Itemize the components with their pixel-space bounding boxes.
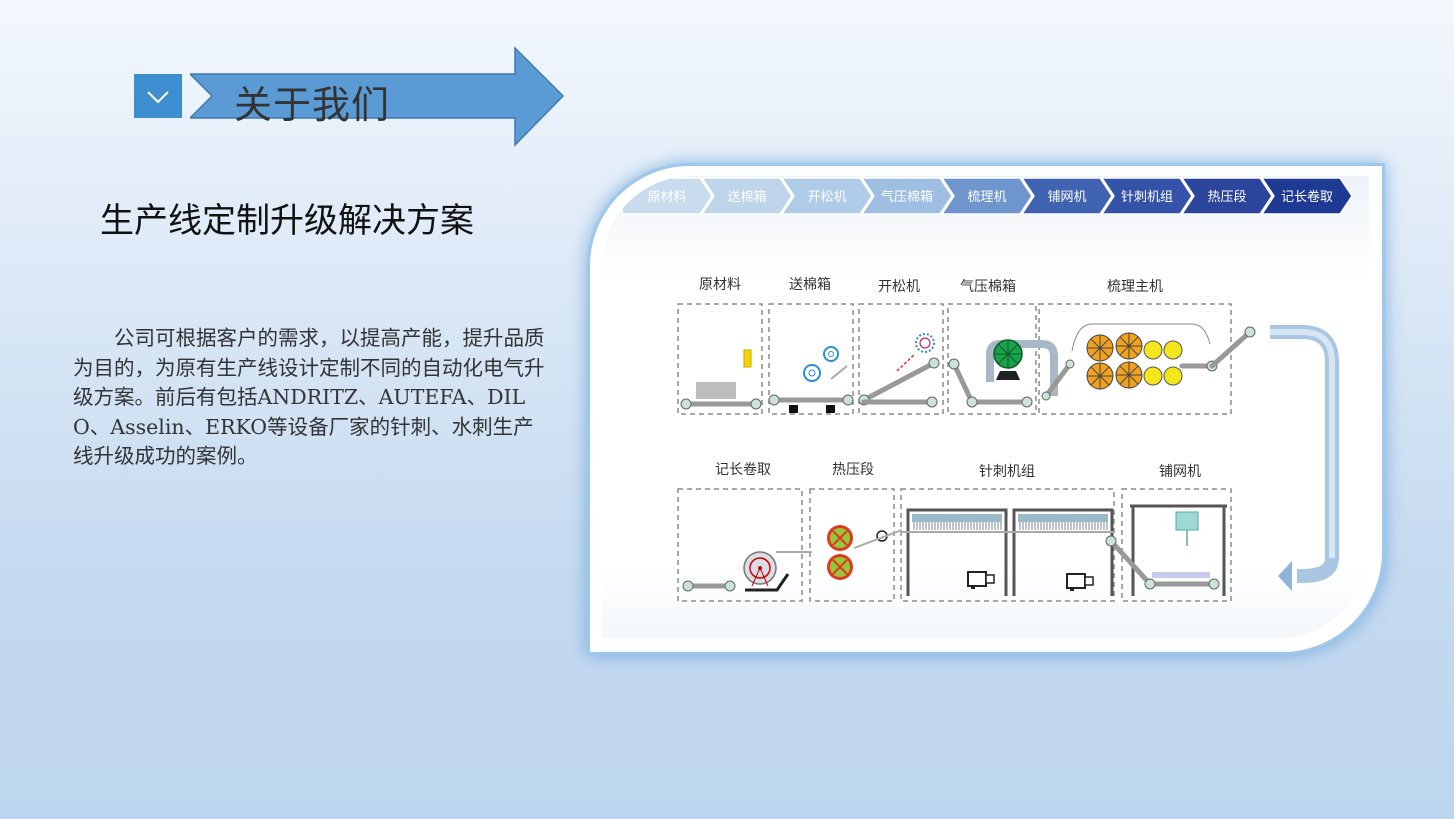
process-step-label: 气压棉箱 — [881, 189, 933, 205]
process-step-label: 记长卷取 — [1281, 189, 1333, 205]
process-step-label: 热压段 — [1207, 190, 1246, 205]
process-step-label: 梳理机 — [967, 190, 1006, 205]
box-carding — [1038, 303, 1232, 415]
doffer-roller — [1163, 340, 1183, 360]
label-air-hopper: 气压棉箱 — [960, 278, 1016, 295]
label-feeder: 送棉箱 — [789, 276, 831, 293]
label-winder: 记长卷取 — [715, 462, 771, 478]
process-step-3 — [780, 177, 873, 215]
section-subtitle: 生产线定制升级解决方案 — [100, 201, 474, 241]
opener-machine — [858, 333, 940, 408]
feeder-machine — [768, 346, 854, 413]
label-carding: 梳理主机 — [1107, 279, 1163, 295]
process-step-5 — [940, 177, 1033, 215]
top-row-boxes — [677, 303, 1232, 415]
raw-material-machine — [680, 349, 762, 410]
box-hot-press — [809, 488, 895, 602]
process-steps-bar: 原材料 送棉箱 开松机 气压棉箱 梳理机 铺网机 针刺机组 热压段 记长卷取 — [621, 177, 1353, 215]
label-needle-loom: 针刺机组 — [979, 464, 1035, 480]
process-step-7 — [1100, 177, 1193, 215]
process-step-label: 送棉箱 — [727, 189, 766, 205]
process-step-6 — [1020, 177, 1113, 215]
process-step-8 — [1180, 177, 1273, 215]
slide-header: 关于我们 — [0, 0, 1454, 160]
label-opener: 开松机 — [878, 279, 920, 295]
chevron-down-icon — [147, 91, 169, 104]
box-opener — [858, 303, 944, 415]
header-box — [134, 74, 182, 118]
doffer-roller — [1143, 366, 1163, 386]
box-cross-lapper — [1121, 488, 1232, 602]
doffer-roller — [1163, 366, 1183, 386]
needle-loom-machine — [902, 508, 1114, 596]
label-cross-lapper: 铺网机 — [1159, 464, 1201, 480]
cross-lapper-machine — [1105, 504, 1227, 596]
label-raw-material: 原材料 — [699, 277, 741, 293]
process-step-label: 铺网机 — [1047, 190, 1086, 205]
description-text: 公司可根据客户的需求，以提高产能，提升品质为目的，为原有生产线设计定制不同的自动… — [73, 326, 545, 468]
bottom-row-boxes — [677, 488, 1232, 602]
box-needle-loom — [900, 488, 1115, 602]
box-raw-material — [677, 303, 763, 415]
process-step-2 — [700, 177, 793, 215]
diagram-frame: 原材料送棉箱开松机气压棉箱梳理机铺网机针刺机组热压段记长卷取 原材料 送棉箱 — [590, 166, 1382, 652]
winder-machine — [682, 551, 812, 592]
process-step-label: 开松机 — [807, 190, 846, 205]
process-step-label: 针刺机组 — [1121, 190, 1173, 205]
production-line-diagram: 原材料送棉箱开松机气压棉箱梳理机铺网机针刺机组热压段记长卷取 原材料 送棉箱 — [621, 177, 1353, 602]
motor-icon — [967, 571, 1094, 591]
carding-machine — [1041, 323, 1256, 401]
header-arrow-shape — [190, 46, 565, 147]
page-title: 关于我们 — [234, 83, 391, 127]
hot-press-machine — [827, 525, 903, 580]
process-step-9 — [1260, 177, 1353, 215]
air-hopper-machine — [948, 339, 1058, 408]
diagram-image: 原材料送棉箱开松机气压棉箱梳理机铺网机针刺机组热压段记长卷取 原材料 送棉箱 — [602, 176, 1369, 638]
box-feeder — [768, 303, 854, 415]
process-step-4 — [860, 177, 953, 215]
doffer-roller — [1143, 340, 1163, 360]
box-winder — [677, 488, 803, 602]
label-hot-press: 热压段 — [832, 462, 874, 478]
process-step-label: 原材料 — [647, 190, 686, 205]
flow-return-arrow — [1270, 325, 1339, 591]
